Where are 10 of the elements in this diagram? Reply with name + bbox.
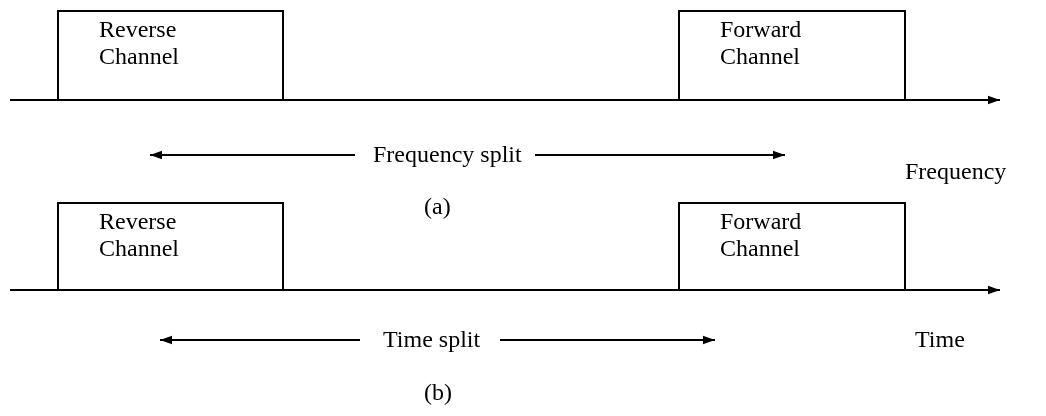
channel-box: Reverse Channel [57,202,284,291]
axis-label: Time [915,325,965,353]
split-label: Frequency split [373,140,522,168]
panel-label: (b) [424,378,452,406]
axis-label: Frequency [905,157,1007,185]
channel-box: Reverse Channel [57,10,284,101]
panel-label: (a) [424,192,451,220]
split-label: Time split [383,325,481,353]
channel-box: Forward Channel [678,10,906,101]
channel-box: Forward Channel [678,202,906,291]
